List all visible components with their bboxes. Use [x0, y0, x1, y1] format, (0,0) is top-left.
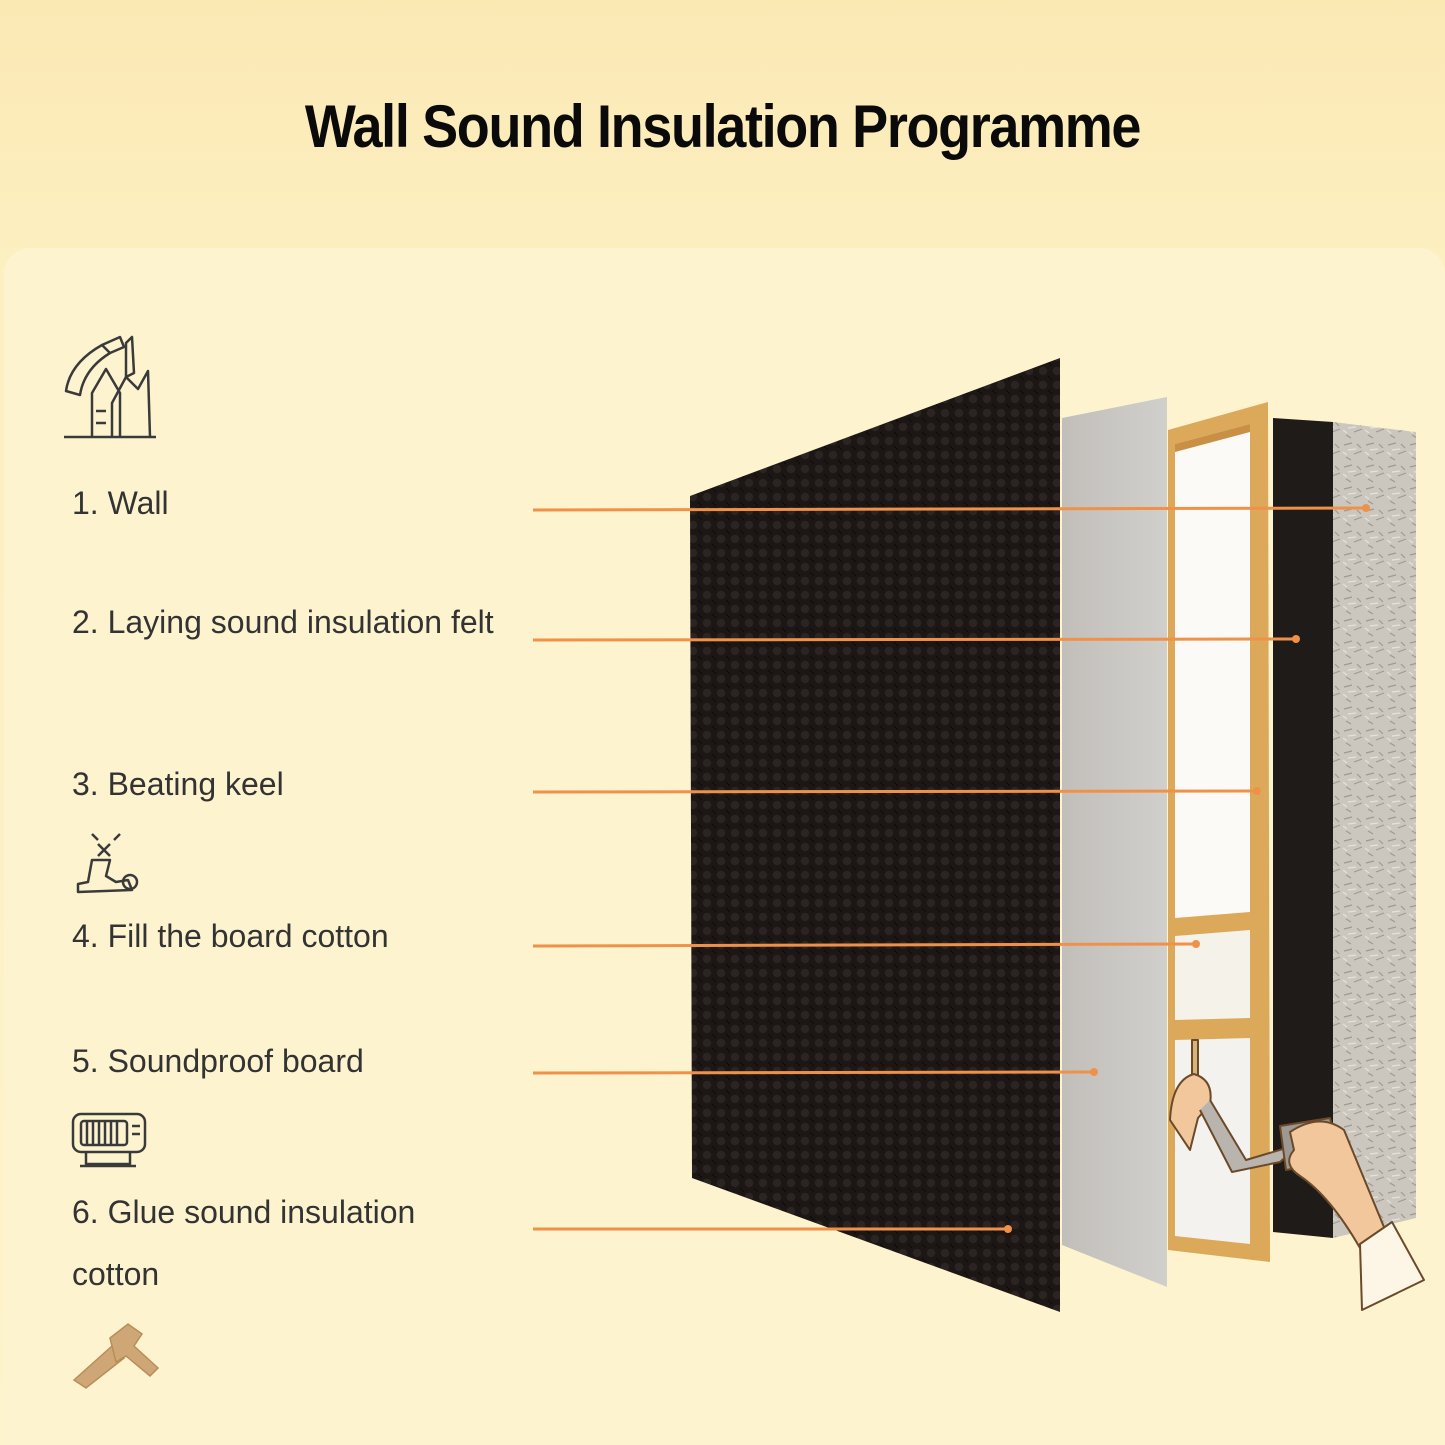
soundproof-board-layer [1062, 397, 1167, 1287]
leader-line-4 [532, 942, 1197, 948]
leader-line-1 [532, 506, 1367, 512]
installer-hands [1169, 1039, 1425, 1311]
step-3-label: 3. Beating keel [72, 766, 284, 802]
leader-dot-1 [1362, 504, 1370, 512]
leader-line-3 [532, 789, 1258, 794]
wall-cotton-layer [1333, 422, 1416, 1238]
leader-dot-5 [1090, 1068, 1098, 1076]
leader-dot-4 [1192, 940, 1200, 948]
leader-line-2 [532, 637, 1297, 642]
step-1-label: 1. Wall [72, 485, 169, 521]
page-title: Wall Sound Insulation Programme [304, 93, 1142, 160]
leader-dot-2 [1292, 635, 1300, 643]
step-5-label: 5. Soundproof board [72, 1043, 364, 1079]
leader-dot-3 [1253, 787, 1261, 795]
leader-line-5 [532, 1070, 1095, 1075]
tools-icon [72, 1323, 160, 1389]
leader-dot-6 [1004, 1225, 1012, 1233]
step-6-label: 6. Glue sound insulation cotton [72, 1194, 416, 1292]
sound-insulation-felt-layer [1273, 418, 1333, 1238]
hammer-nail-icon [64, 335, 156, 439]
worker-icon [76, 833, 139, 894]
step-4-label: 4. Fill the board cotton [72, 918, 389, 954]
heater-icon [71, 1112, 147, 1168]
step-2-label: 2. Laying sound insulation felt [72, 604, 494, 640]
